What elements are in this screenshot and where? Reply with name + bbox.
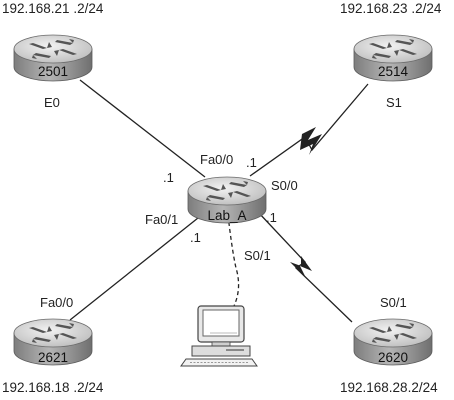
router-2620[interactable]: 2620: [353, 318, 433, 366]
lab-a-fa00-label: Fa0/0: [200, 152, 233, 167]
port-label-2514: S1: [386, 95, 402, 110]
lab-a-fa01-label: Fa0/1: [145, 212, 178, 227]
port-label-2501: E0: [44, 95, 60, 110]
ip-label-2621: 192.168.18 .2/24: [2, 380, 104, 395]
router-2514-label: 2514: [378, 64, 409, 79]
ip-label-2514: 192.168.23 .2/24: [340, 1, 442, 16]
ip-label-2620: 192.168.28.2/24: [340, 380, 438, 395]
router-2501-label: 2501: [38, 64, 68, 79]
lab-a-s01-address: .1: [266, 210, 277, 225]
link-lab-a-2621: [69, 213, 204, 321]
router-2514[interactable]: 2514: [353, 34, 433, 82]
serial-link-lab-a-2514: [249, 83, 369, 177]
pc-icon[interactable]: [180, 305, 258, 367]
router-lab-a[interactable]: Lab_A: [187, 176, 267, 224]
router-2501[interactable]: 2501: [13, 34, 93, 82]
lab-a-s00-address: .1: [246, 155, 257, 170]
serial-lightning-icon: [300, 127, 322, 155]
lab-a-s00-label: S0/0: [271, 178, 298, 193]
port-label-2621: Fa0/0: [40, 295, 73, 310]
router-2621-label: 2621: [38, 350, 68, 365]
serial-lightning-icon: [290, 256, 312, 278]
router-lab-a-label: Lab_A: [207, 208, 246, 223]
link-lab-a-2501: [79, 79, 206, 178]
port-label-2620: S0/1: [380, 295, 407, 310]
lab-a-fa01-address: .1: [190, 230, 201, 245]
lab-a-fa00-address: .1: [163, 170, 174, 185]
ip-label-2501: 192.168.21 .2/24: [2, 1, 104, 16]
console-label: S0/1: [244, 248, 271, 263]
router-2620-label: 2620: [378, 350, 408, 365]
console-cable: [227, 214, 240, 307]
router-2621[interactable]: 2621: [13, 318, 93, 366]
serial-link-lab-a-2620: [257, 211, 353, 323]
